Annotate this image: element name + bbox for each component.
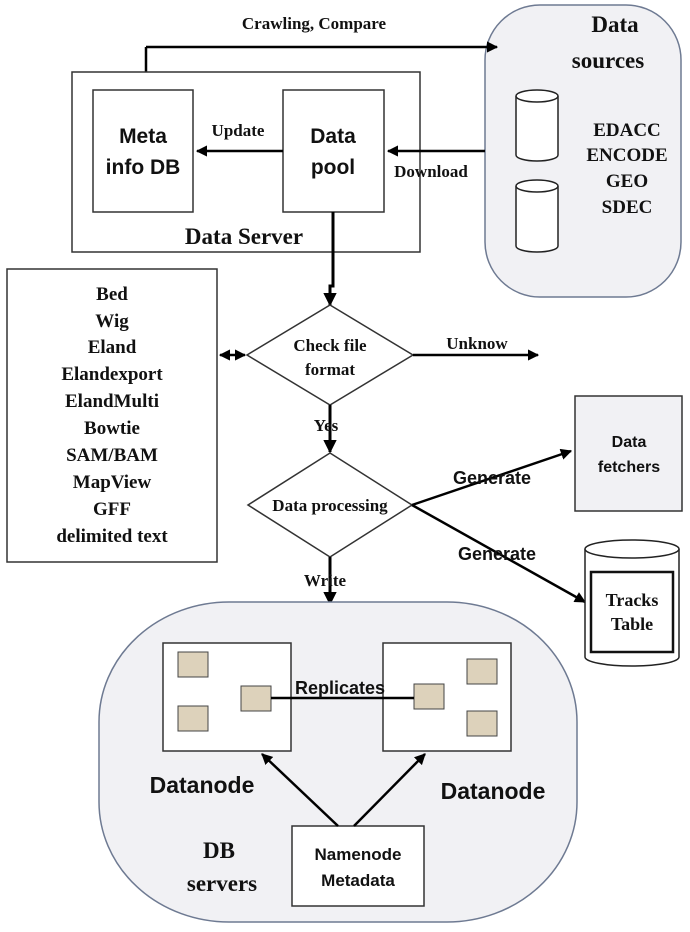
generate-label-2: Generate: [458, 544, 536, 564]
format-item: GFF: [93, 499, 131, 520]
data-block: [177, 651, 209, 678]
data-block: [177, 705, 209, 732]
data-sources-title-line1: Data: [591, 12, 639, 37]
write-label: Write: [304, 571, 347, 590]
datanode-left-label: Datanode: [150, 772, 255, 798]
update-label: Update: [212, 121, 265, 140]
check-format-line2: format: [305, 360, 355, 379]
formats-box: [6, 268, 218, 563]
data-server-label: Data Server: [185, 224, 303, 249]
format-item: MapView: [73, 472, 152, 493]
check-format-diamond: [245, 304, 415, 406]
replicates-label: Replicates: [295, 678, 385, 698]
meta-db-line2: info DB: [106, 156, 181, 179]
unknow-label: Unknow: [446, 334, 508, 353]
data-fetchers-line2: fetchers: [598, 459, 660, 476]
generate-tracks-arrow: [411, 503, 586, 604]
source-sdec: SDEC: [602, 197, 653, 218]
db-servers-line1: DB: [203, 838, 235, 863]
generate-fetchers-arrow: [411, 448, 573, 507]
data-block: [413, 683, 445, 710]
data-block: [240, 685, 272, 712]
db-servers-line2: servers: [187, 871, 257, 896]
data-pool-box: [282, 89, 385, 213]
database-cylinder-1: [515, 89, 559, 162]
database-cylinder-2: [515, 179, 559, 253]
data-sources-title-line2: sources: [572, 48, 644, 73]
format-item: Wig: [95, 311, 129, 332]
tracks-table-line2: Table: [611, 614, 653, 634]
format-item: Eland: [88, 337, 137, 358]
download-label: Download: [394, 162, 468, 181]
format-item: delimited text: [56, 526, 168, 547]
namenode-to-right-arrow: [353, 753, 426, 827]
pool-to-check-arrow: [323, 212, 337, 307]
yes-label: Yes: [314, 416, 339, 435]
tracks-table-line1: Tracks: [606, 590, 659, 610]
namenode-to-left-arrow: [261, 753, 339, 827]
data-processing-label: Data processing: [272, 496, 388, 515]
source-encode: ENCODE: [586, 145, 667, 166]
meta-info-db-box: [92, 89, 194, 213]
datanode-right-label: Datanode: [441, 778, 546, 804]
source-edacc: EDACC: [593, 120, 661, 141]
namenode-line1: Namenode: [315, 845, 402, 864]
format-item: Bed: [96, 284, 128, 305]
crawl-label: Crawling, Compare: [242, 14, 387, 33]
format-item: Elandexport: [61, 364, 163, 385]
generate-label-1: Generate: [453, 468, 531, 488]
data-block: [466, 710, 498, 737]
check-format-line1: Check file: [293, 336, 367, 355]
namenode-box: [291, 825, 425, 907]
namenode-line2: Metadata: [321, 871, 395, 890]
format-item: ElandMulti: [65, 391, 159, 412]
data-fetchers-box: [574, 395, 683, 512]
tracks-table-cylinder: [584, 539, 680, 667]
data-block: [466, 658, 498, 685]
source-geo: GEO: [606, 171, 648, 192]
data-fetchers-line1: Data: [612, 434, 647, 451]
data-pool-line2: pool: [311, 156, 355, 179]
meta-db-line1: Meta: [119, 125, 167, 148]
data-pool-line1: Data: [310, 125, 356, 148]
format-item: SAM/BAM: [66, 445, 158, 466]
format-item: Bowtie: [84, 418, 140, 439]
